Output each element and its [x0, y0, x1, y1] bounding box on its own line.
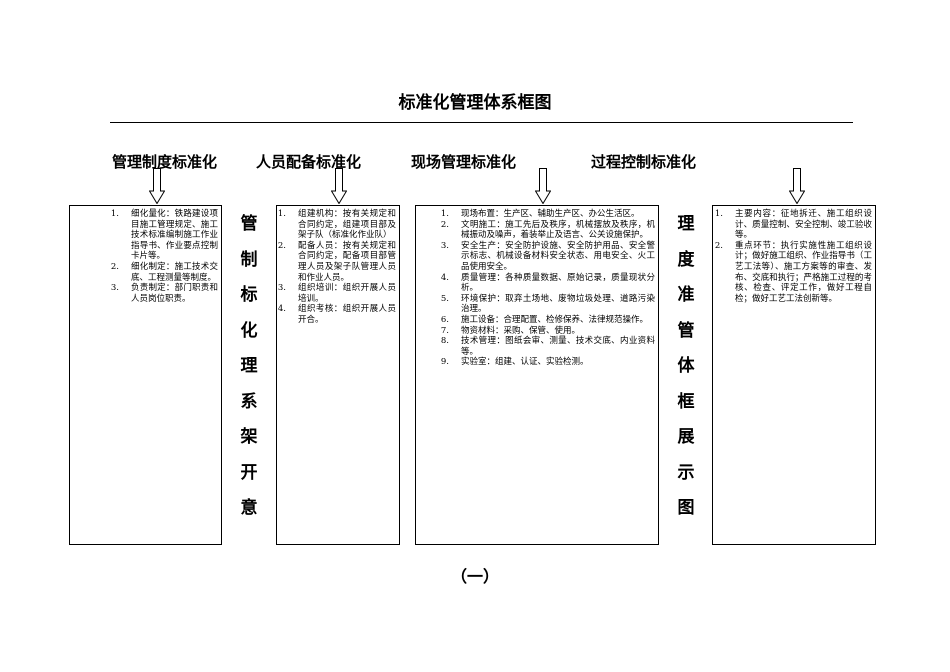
list-item: 2.细化制定：施工技术交底、工程测量等制度。 — [110, 261, 218, 283]
title-divider — [110, 122, 853, 123]
list-item: 3.组织培训：组织开展人员培训。 — [277, 283, 396, 304]
list-item: 9.实验室：组建、认证、实验检测。 — [440, 357, 589, 368]
list-item: 1.主要内容：征地拆迁、施工组织设计、质量控制、安全控制、竣工验收等。 — [714, 209, 872, 241]
header-site-management: 现场管理标准化 — [411, 153, 517, 171]
list-item: 1.细化量化：铁路建设项目施工管理规定、施工技术标准编制施工作业指导书、作业要点… — [110, 209, 218, 262]
list-item: 1.组建机构：按有关规定和合同约定，组建项目部及架子队（标准化作业队） — [277, 209, 396, 241]
page-title: 标准化管理体系框图 — [398, 93, 552, 113]
down-arrow-icon — [149, 168, 165, 204]
down-arrow-icon — [789, 168, 805, 204]
list-item: 3.负责制定：部门职责和人员岗位职责。 — [110, 283, 218, 304]
list-item: 3.安全生产：安全防护设施、安全防护用品、安全警示标志、机械设备材料安全状态、用… — [440, 240, 655, 272]
header-management-system: 管理制度标准化 — [112, 153, 218, 171]
site-management-box: 1.现场布置：生产区、辅助生产区、办公生活区。 2.文明施工：施工先后及秩序，机… — [415, 205, 659, 545]
header-staffing: 人员配备标准化 — [256, 153, 362, 171]
list-item: 4.组织考核：组织开展人员开合。 — [277, 304, 396, 325]
vertical-text-left: 管制标 化理系 架开意 — [240, 214, 258, 518]
list-item: 2.文明施工：施工先后及秩序，机械摆放及秩序，机械振动及噪声，着装举止及语言、公… — [440, 219, 655, 241]
list-item: 2.重点环节：执行实施性施工组织设计；做好施工组织、作业指导书（工艺工法等）、施… — [714, 240, 872, 304]
process-control-box: 1.主要内容：征地拆迁、施工组织设计、质量控制、安全控制、竣工验收等。 2.重点… — [712, 205, 876, 545]
staffing-box: 1.组建机构：按有关规定和合同约定，组建项目部及架子队（标准化作业队） 2.配备… — [276, 205, 400, 545]
management-system-box: 1.细化量化：铁路建设项目施工管理规定、施工技术标准编制施工作业指导书、作业要点… — [69, 205, 222, 545]
list-item: 7.物资材料：采购、保管、使用。 — [440, 325, 581, 336]
down-arrow-icon — [535, 168, 551, 204]
list-item: 2.配备人员：按有关规定和合同约定，配备项目部管理人员及架子队管理人员和作业人员… — [277, 240, 396, 283]
list-item: 1.现场布置：生产区、辅助生产区、办公生活区。 — [440, 209, 640, 219]
header-process-control: 过程控制标准化 — [591, 153, 697, 171]
list-item: 5.环境保护：取弃土场地、废物垃圾处理、道路污染治理。 — [440, 293, 655, 315]
vertical-text-right: 理度准 管体框 展示图 — [677, 214, 695, 518]
list-item: 8.技术管理：图纸会审、测量、技术交底、内业资料等。 — [440, 336, 655, 357]
list-item: 4.质量管理：各种质量数据、原始记录，质量现状分析。 — [440, 272, 655, 294]
down-arrow-icon — [331, 168, 347, 204]
list-item: 6.施工设备：合理配置、检修保养、法律规范操作。 — [440, 314, 649, 325]
page-number: （一） — [450, 567, 499, 586]
